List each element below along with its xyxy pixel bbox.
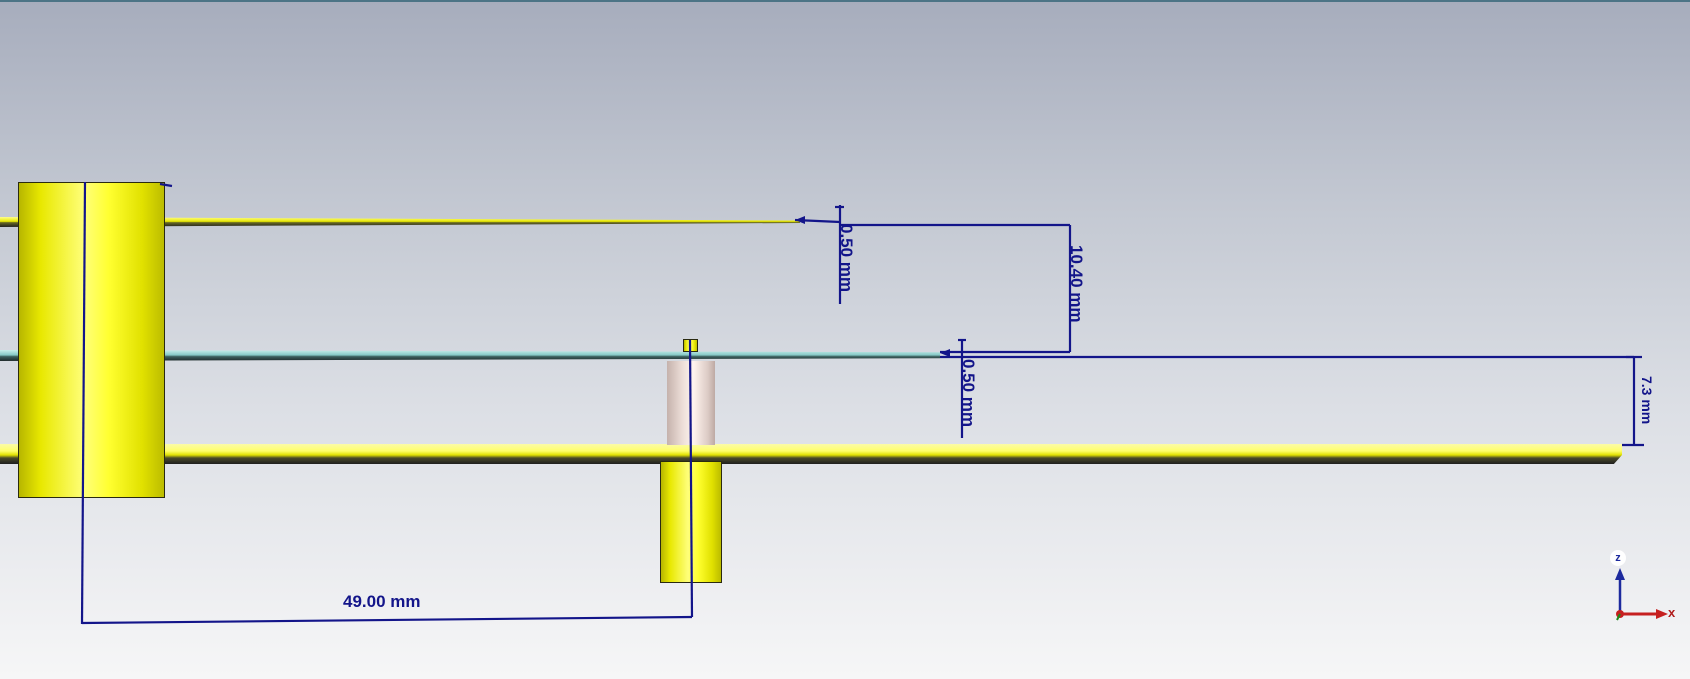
dim-label-middle-thickness: 0.50 mm	[959, 359, 978, 428]
dim-label-49mm: 49.00 mm	[343, 592, 421, 611]
arrow-middle	[940, 349, 950, 357]
ref-line-left	[80, 181, 87, 625]
upper-patch-plate[interactable]	[0, 217, 800, 227]
ref-line-pin	[688, 339, 694, 618]
dim-line-49mm	[81, 615, 693, 625]
dim-label-ground-gap: 7.3 mm	[1639, 376, 1655, 425]
dim-label-gap: 10.40 mm	[1067, 245, 1086, 323]
middle-dielectric-plate[interactable]	[0, 350, 940, 361]
dim-label-upper-thickness: 0.50 mm	[837, 224, 856, 293]
left-support-cylinder[interactable]	[18, 182, 165, 498]
ref-line-left-tick	[159, 182, 173, 188]
arrow-upper	[795, 216, 805, 224]
ground-plane[interactable]	[0, 444, 1622, 464]
axis-z-label: z	[1610, 550, 1626, 566]
axis-x-label: x	[1668, 605, 1676, 620]
